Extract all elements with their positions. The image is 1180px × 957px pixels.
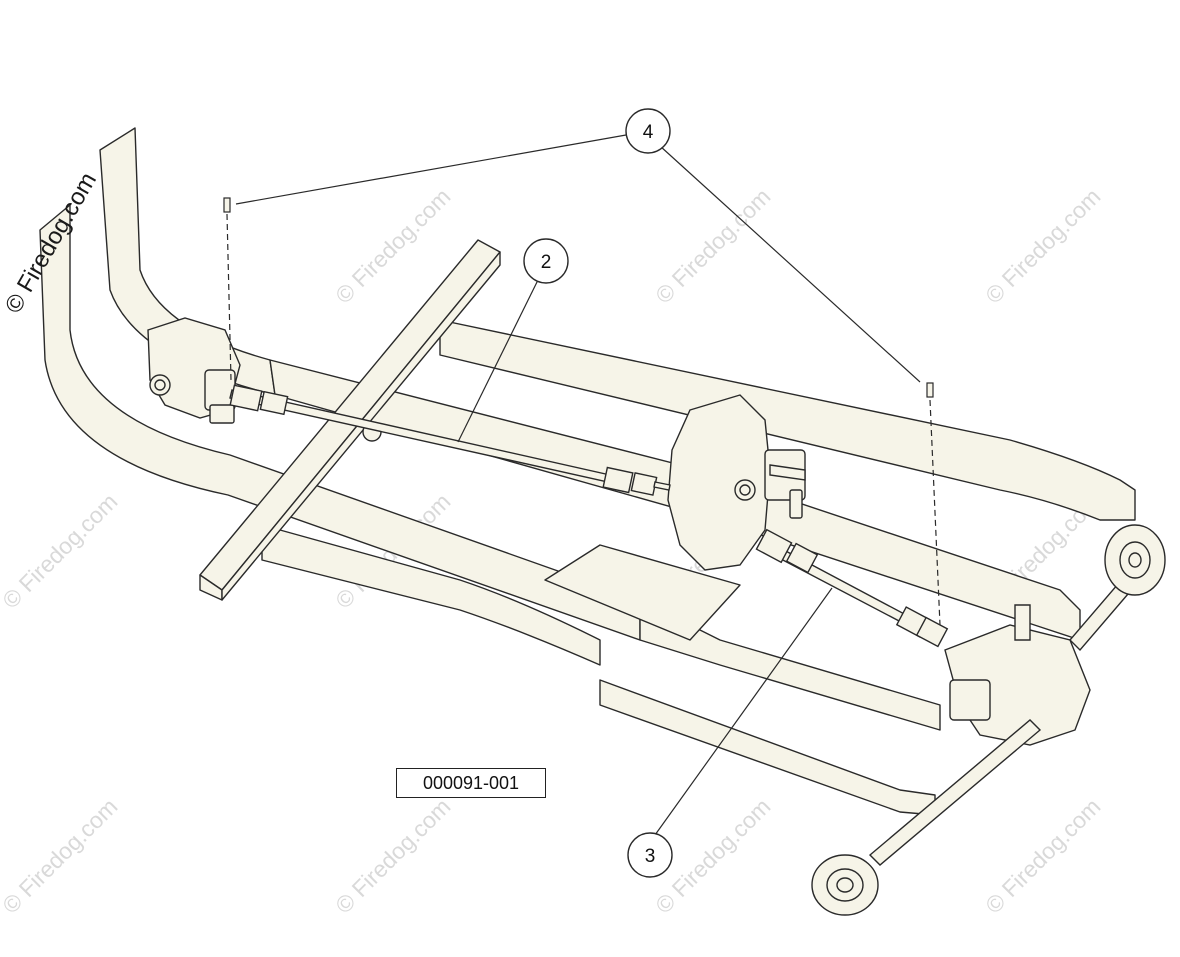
drive-shaft-rear xyxy=(755,528,949,648)
watermark-text: © Firedog.com xyxy=(980,183,1105,308)
callout-3-number: 3 xyxy=(645,846,656,867)
front-differential xyxy=(147,317,241,424)
watermark-text: © Firedog.com xyxy=(0,793,122,918)
watermark-text: © Firedog.com xyxy=(980,793,1105,918)
center-gearbox xyxy=(667,394,806,571)
callout-4: 4 xyxy=(625,108,671,154)
watermark-text: © Firedog.com xyxy=(650,183,775,308)
pin-left xyxy=(223,197,232,381)
frame-bend xyxy=(639,599,941,731)
leader-lines xyxy=(235,134,921,836)
pin-right xyxy=(926,382,941,626)
watermark-text: © Firedog.com xyxy=(0,488,122,613)
callout-4-number: 4 xyxy=(643,122,654,143)
front-body-panel xyxy=(261,524,601,666)
callout-3: 3 xyxy=(627,832,673,878)
rear-hub-upper xyxy=(1104,524,1166,596)
callout-2: 2 xyxy=(523,238,569,284)
drive-shaft-front xyxy=(229,384,671,496)
rear-differential xyxy=(944,604,1091,746)
rear-frame-rail xyxy=(439,319,1136,521)
rear-hub-lower xyxy=(811,854,879,916)
callout-2-number: 2 xyxy=(541,252,552,273)
watermark-text: © Firedog.com xyxy=(330,793,455,918)
center-floor-plate xyxy=(544,544,741,641)
figure-id-label: 000091-001 xyxy=(396,768,546,798)
